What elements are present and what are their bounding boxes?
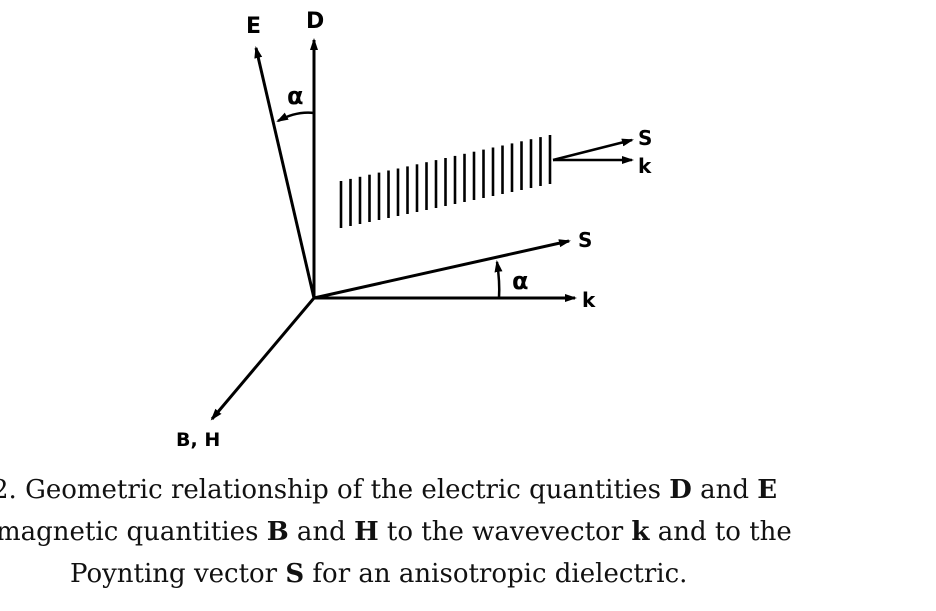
label-k-lower: k: [582, 288, 596, 312]
figure-caption: 2. Geometric relationship of the electri…: [0, 468, 936, 598]
label-d: D: [306, 9, 324, 34]
caption-line-2-suffix: and to the: [649, 517, 792, 547]
caption-symbol-k: k: [631, 517, 650, 547]
caption-line-3-prefix: Poynting vector: [70, 559, 286, 589]
s-upper-arrow: [552, 138, 634, 162]
caption-symbol-s: S: [285, 559, 305, 589]
caption-line-2-mid: and: [288, 517, 355, 547]
label-alpha-bottom: α: [512, 267, 529, 295]
label-s-lower: S: [578, 228, 592, 252]
s-vector-arrow: [313, 239, 571, 300]
caption-line-2: magnetic quantities B and H to the wavev…: [0, 516, 792, 548]
caption-line-3: Poynting vector S for an anisotropic die…: [70, 558, 687, 590]
label-e: E: [246, 14, 261, 39]
e-vector-arrow: [254, 46, 316, 299]
label-b-h: B, H: [176, 429, 220, 451]
caption-line-1-mid: and: [691, 475, 758, 505]
caption-symbol-h: H: [354, 517, 379, 547]
caption-symbol-d: D: [669, 475, 692, 505]
label-alpha-top: α: [287, 82, 304, 110]
caption-line-2-prefix: magnetic quantities: [0, 517, 267, 547]
caption-symbol-e: E: [757, 475, 778, 505]
caption-line-3-suffix: for an anisotropic dielectric.: [304, 559, 688, 589]
caption-line-2-mid2: to the wavevector: [378, 517, 632, 547]
bh-vector-arrow: [210, 297, 316, 421]
caption-line-1: 2. Geometric relationship of the electri…: [0, 474, 777, 506]
alpha-arc-top: [276, 111, 315, 123]
alpha-arc-bottom: [494, 260, 503, 299]
wavefront-hatching: [339, 135, 552, 228]
caption-line-1-prefix: 2. Geometric relationship of the electri…: [0, 475, 670, 505]
vector-diagram: E D α S k S α k B, H: [176, 9, 652, 451]
caption-symbol-b: B: [266, 517, 289, 547]
label-s-upper: S: [638, 126, 652, 150]
label-k-upper: k: [638, 154, 652, 178]
